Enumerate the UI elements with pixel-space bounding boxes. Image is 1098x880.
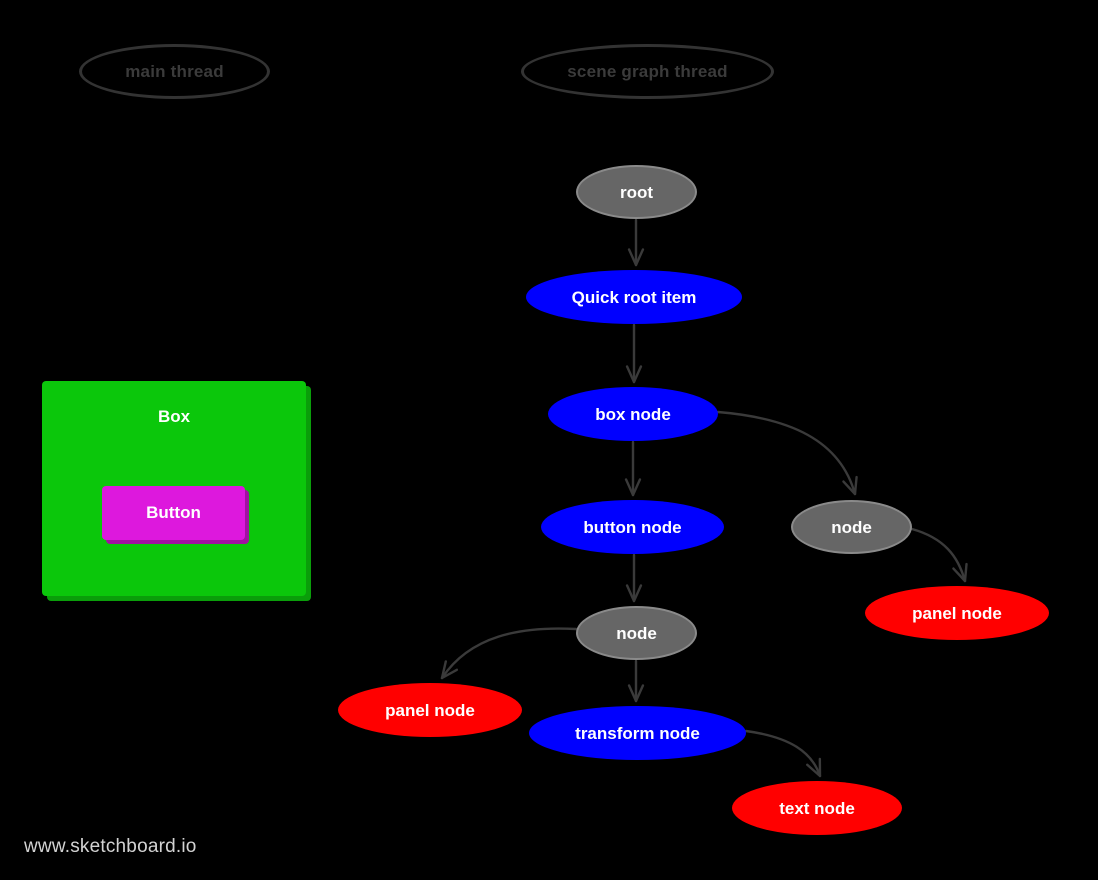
graph-node-label: panel node (912, 603, 1002, 623)
arrowhead-icon (627, 248, 645, 267)
button-widget[interactable]: Button (102, 486, 245, 540)
arrowhead-icon (625, 365, 643, 384)
box-widget-title: Box (157, 407, 191, 426)
thread-ellipse-main-thread[interactable]: main thread (79, 44, 270, 99)
graph-node-label: root (619, 182, 654, 202)
edge-transform-node-to-text-node (744, 729, 822, 778)
graph-node-root[interactable]: root (576, 165, 697, 219)
graph-node-node-center[interactable]: node (576, 606, 697, 660)
graph-node-label: Quick root item (571, 287, 697, 307)
graph-node-label: transform node (575, 723, 700, 743)
button-widget-label: Button (146, 503, 201, 522)
watermark: www.sketchboard.io (24, 836, 197, 857)
box-widget[interactable]: Box Button (42, 381, 306, 596)
graph-node-box-node[interactable]: box node (548, 387, 718, 441)
arrowhead-icon (624, 478, 642, 497)
graph-node-label: panel node (385, 700, 475, 720)
arrowhead-icon (806, 757, 822, 778)
thread-ellipse-scene-graph-thread[interactable]: scene graph thread (521, 44, 774, 99)
graph-node-transform-node[interactable]: transform node (529, 706, 746, 760)
thread-label: scene graph thread (567, 61, 728, 81)
arrowhead-icon (627, 684, 645, 703)
graph-node-button-node[interactable]: button node (541, 500, 724, 554)
graph-node-panel-node-right[interactable]: panel node (865, 586, 1049, 640)
graph-node-label: node (616, 623, 657, 643)
graph-node-label: button node (583, 517, 682, 537)
graph-node-label: node (831, 517, 872, 537)
graph-node-label: box node (595, 404, 671, 424)
graph-node-node-right[interactable]: node (791, 500, 912, 554)
graph-node-quick-root-item[interactable]: Quick root item (526, 270, 742, 324)
arrowhead-icon (952, 562, 968, 583)
graph-node-label: text node (779, 798, 855, 818)
arrowhead-icon (625, 584, 643, 603)
edge-box-node-to-node-right (716, 410, 857, 496)
edge-node-center-to-panel-node-left (440, 627, 578, 680)
graph-node-panel-node-left[interactable]: panel node (338, 683, 522, 737)
thread-label: main thread (125, 61, 224, 81)
graph-node-text-node[interactable]: text node (732, 781, 902, 835)
arrowhead-icon (842, 475, 858, 496)
edge-node-right-to-panel-node-right (910, 527, 967, 583)
arrowhead-icon (440, 660, 459, 680)
